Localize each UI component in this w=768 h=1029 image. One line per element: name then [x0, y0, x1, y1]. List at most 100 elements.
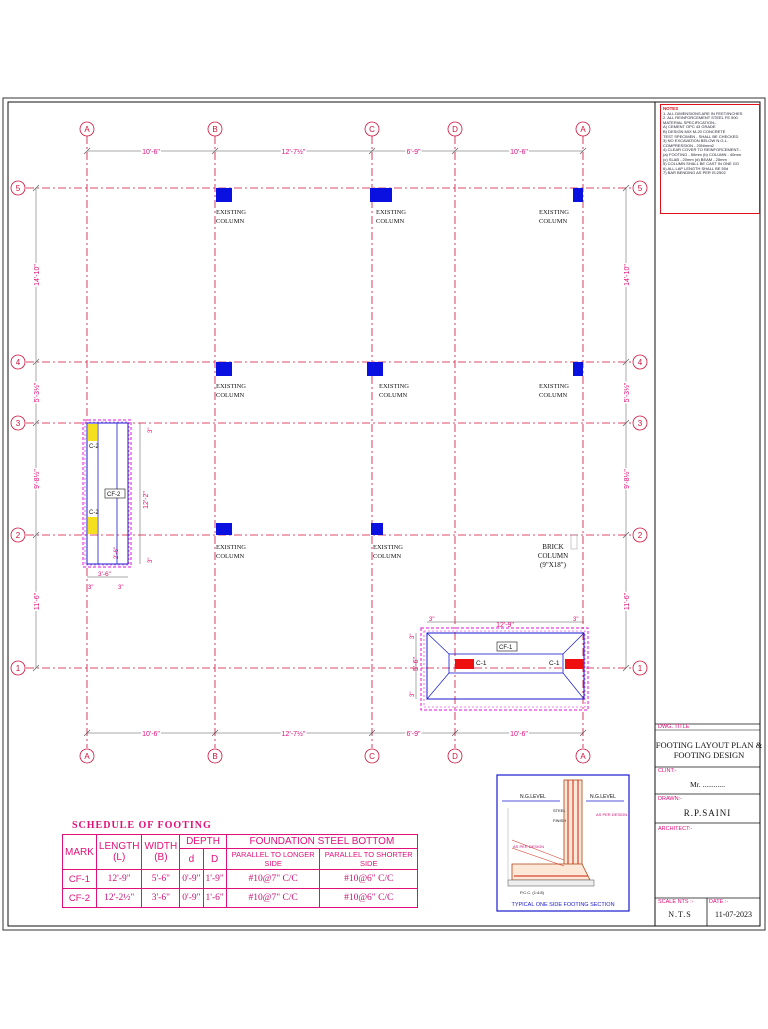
dim-tick	[211, 729, 219, 737]
notes-line: A) CEMENT OPC 43 GRADE	[663, 124, 716, 130]
grid-bubble-row-label: 3	[16, 419, 21, 428]
cf1-inner-rect	[448, 653, 564, 674]
dim-tick	[579, 729, 587, 737]
cell-length: 12'-2½"	[95, 888, 143, 908]
existing-column-label-line1: EXISTING	[216, 209, 246, 216]
existing-column-label-line1: EXISTING	[376, 209, 406, 216]
grid-bubble-row-label: 1	[638, 664, 643, 673]
cell-shorter: #10@6" C/C	[319, 888, 418, 908]
notes-line: 2. ALL REINFORCEMENT STEEL FE 500	[663, 115, 738, 121]
th-length-text: LENGTH	[98, 841, 140, 852]
dim-text-v: 14'-10"	[34, 264, 41, 286]
grid-bubble-col	[364, 121, 380, 137]
section-caption: TYPICAL ONE SIDE FOOTING SECTION	[511, 902, 614, 908]
grid-bubble-col-label: C	[369, 752, 375, 761]
client-value: Mr. ............	[689, 780, 725, 789]
section-label-design: AS PER DESIGN	[513, 844, 544, 849]
existing-column-label-line1: EXISTING	[216, 383, 246, 390]
notes-line: MATERIAL SPECIFICATION:-	[663, 119, 717, 125]
section-ngl-right-text: N.G.LEVEL	[590, 794, 616, 800]
table-row: CF-2 12'-2½" 3'-6" 0'-9" 1'-6" #10@7" C/…	[62, 888, 418, 908]
cf2-dim-off2: 3"	[148, 558, 154, 563]
existing-column-label-line2: COLUMN	[216, 218, 244, 225]
brick-column-label: BRICK COLUMN (9"X18")	[538, 534, 578, 569]
cf1-dim-off-left: 3"	[429, 617, 434, 623]
grid-bubble-col	[79, 748, 95, 764]
grid-bubble-row-label: 2	[16, 531, 21, 540]
existing-column-label-line2: COLUMN	[379, 392, 407, 399]
dim-tick	[622, 531, 630, 539]
grid-bubble-col	[447, 121, 463, 137]
notes-line: TEST SPECIMEN - SHALL BE CHECKED	[663, 133, 739, 139]
grid-bubble-col	[207, 121, 223, 137]
notes-line: (a) FOOTING - 50mm (b) COLUMN - 40mm	[663, 151, 742, 157]
existing-column	[216, 362, 232, 376]
th-width-sub: (B)	[154, 852, 168, 863]
typical-footing-section: N.G.LEVEL N.G.LEVEL STEEL FINISH AS PER …	[496, 774, 630, 912]
grid-bubble-row	[632, 660, 648, 676]
th-width: WIDTH(B)	[141, 834, 181, 870]
grid-bubble-row-label: 4	[638, 358, 643, 367]
section-label-design-right: AS PER DESIGN	[596, 812, 627, 817]
existing-column-label-line2: COLUMN	[216, 392, 244, 399]
outer-frame	[2, 97, 766, 931]
cf1-diag-tl	[426, 632, 450, 655]
dwg-title-label: DWG. TITLE	[658, 724, 690, 730]
notes-line: 1. ALL DIMENSIONS ARE IN FEET/INCHES	[663, 110, 743, 116]
th-depth-D: D	[202, 848, 227, 870]
dim-text-v: 5'-3½"	[33, 382, 41, 402]
notes-line: B) DESIGN MIX M-20 CONCRETE	[663, 128, 726, 134]
notes-line: (c) SLAB - 20mm (d) BEAM - 25mm	[663, 156, 727, 162]
cf1-dim-off-top: 3"	[410, 634, 416, 639]
existing-column-label-line2: COLUMN	[376, 218, 404, 225]
dim-tick	[32, 358, 40, 366]
grid-bubble-row	[632, 354, 648, 370]
grid-bubble-row	[10, 180, 26, 196]
notes-line: 3) NO EXCAVATION BELOW N.G.L.	[663, 138, 728, 144]
client-label: CLINT:-	[658, 768, 677, 774]
cf1-diag-br	[562, 672, 585, 700]
cell-shorter: #10@6" C/C	[319, 869, 418, 889]
section-ngl-left-text: N.G.LEVEL	[520, 794, 546, 800]
grid-bubble-row	[632, 180, 648, 196]
cell-D: 1'-6"	[202, 888, 227, 908]
schedule-table: MARK LENGTH(L) WIDTH(B) DEPTH FOUNDATION…	[62, 834, 419, 908]
dim-text-h: 6'-9"	[407, 149, 421, 156]
existing-column-label-line1: EXISTING	[539, 209, 569, 216]
cf2-tag: CF-2	[107, 492, 121, 498]
dim-text-v: 5'-3½"	[623, 382, 631, 402]
brick-column-mark	[570, 534, 578, 550]
grid-bubble-row	[10, 415, 26, 431]
cf2-col-tag-top: C-2	[89, 444, 99, 450]
grid-bubble-row	[10, 527, 26, 543]
dim-tick	[32, 664, 40, 672]
grid-bubble-row	[632, 415, 648, 431]
dim-tick	[32, 184, 40, 192]
dim-tick	[579, 147, 587, 155]
grid-bubble-col-label: D	[452, 125, 458, 134]
dim-tick	[622, 664, 630, 672]
footing-schedule: SCHEDULE OF FOOTING MARK LENGTH(L) WIDTH…	[62, 820, 419, 908]
existing-column	[573, 188, 583, 202]
scale-value: N.T.S	[668, 910, 692, 919]
cf1-column-left	[455, 659, 474, 669]
grid-bubble-row-label: 2	[638, 531, 643, 540]
cf1-diag-bl	[426, 672, 450, 700]
inner-frame	[7, 101, 761, 927]
existing-column-label-line1: EXISTING	[216, 544, 246, 551]
brick-column-line2: COLUMN	[538, 552, 568, 560]
cell-D: 1'-9"	[202, 869, 227, 889]
cell-mark: CF-1	[62, 869, 97, 889]
dim-text-v: 11'-6"	[624, 592, 631, 610]
date-value: 11-07-2023	[714, 910, 753, 919]
notes-line: 5) COLUMN SHALL BE CAST IN ONE GO	[663, 161, 740, 167]
dim-text-h: 12'-7½"	[282, 148, 306, 156]
section-stirrup-a	[511, 839, 565, 861]
cf1-tag: CF-1	[499, 645, 513, 651]
dim-text-v: 9'-8½"	[33, 469, 41, 489]
cf1-col-tag-right: C-1	[549, 660, 560, 667]
grid-bubble-row-label: 5	[638, 184, 643, 193]
grid-bubble-col	[79, 121, 95, 137]
grid-bubble-col-label: C	[369, 125, 375, 134]
